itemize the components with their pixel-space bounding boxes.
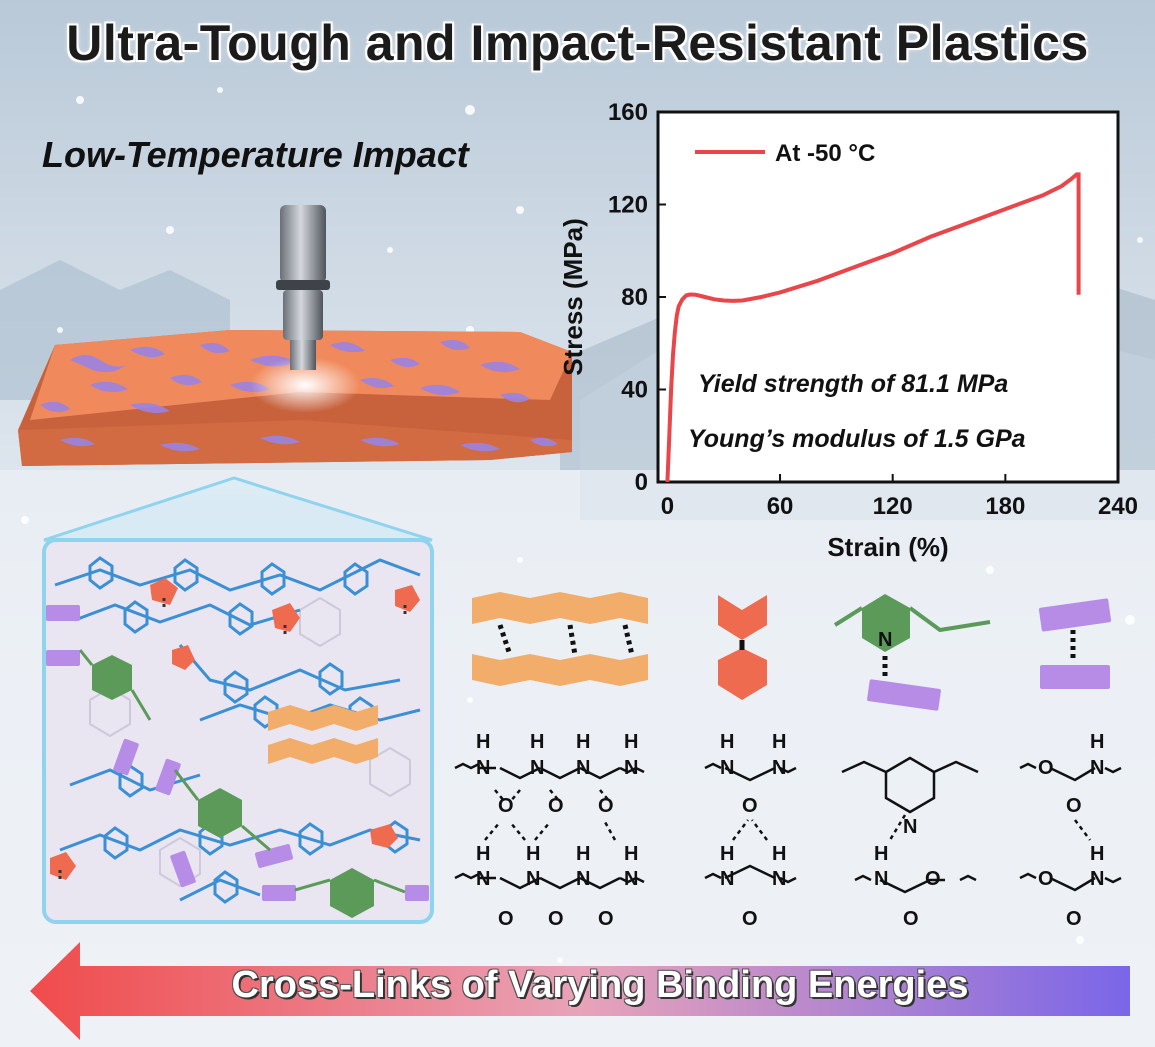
svg-text:O: O — [1038, 868, 1054, 890]
y-tick-label: 80 — [621, 284, 648, 311]
x-tick-label: 240 — [1098, 493, 1138, 520]
svg-text:H: H — [476, 731, 490, 753]
svg-text:N: N — [772, 757, 786, 779]
svg-text:H: H — [530, 731, 544, 753]
svg-text:O: O — [903, 908, 919, 930]
svg-text:O: O — [1066, 795, 1082, 817]
title: Ultra-Tough and Impact-Resistant Plastic… — [66, 15, 1089, 71]
y-tick-label: 40 — [621, 377, 648, 404]
y-axis-label: Stress (MPa) — [558, 218, 588, 376]
arrow-label: Cross-Links of Varying Binding Energies — [231, 964, 969, 1006]
stress-strain-chart: 0 60 120 180 240 0 40 80 120 160 At -50 °C Yield … — [558, 99, 1138, 562]
chart-legend: At -50 °C — [695, 140, 875, 167]
legend-label: At -50 °C — [775, 140, 875, 167]
svg-text:O: O — [498, 795, 514, 817]
svg-text:O: O — [598, 795, 614, 817]
svg-text:N: N — [720, 757, 734, 779]
svg-text:N: N — [772, 868, 786, 890]
svg-text:H: H — [1090, 731, 1104, 753]
zoom-inset — [42, 476, 434, 924]
x-tick-label: 60 — [767, 493, 794, 520]
y-tick-label: 0 — [635, 469, 648, 496]
y-tick-label: 120 — [608, 192, 648, 219]
x-tick-label: 120 — [873, 493, 913, 520]
annotation-youngs-modulus: Young’s modulus of 1.5 GPa — [688, 425, 1026, 453]
svg-text:N: N — [903, 816, 917, 838]
svg-text:N: N — [874, 868, 888, 890]
svg-text:O: O — [548, 908, 564, 930]
svg-text:N: N — [476, 757, 490, 779]
svg-text:N: N — [530, 757, 544, 779]
svg-text:O: O — [548, 795, 564, 817]
x-tick-label: 180 — [985, 493, 1025, 520]
pyridine-n-label: N — [878, 629, 892, 651]
svg-text:N: N — [624, 757, 638, 779]
impact-plunger — [276, 205, 330, 370]
y-tick-label: 160 — [608, 99, 648, 126]
x-tick-label: 0 — [661, 493, 674, 520]
svg-text:H: H — [624, 731, 638, 753]
svg-text:H: H — [526, 843, 540, 865]
svg-text:N: N — [624, 868, 638, 890]
annotation-yield-strength: Yield strength of 81.1 MPa — [698, 370, 1008, 398]
single-urea-icon — [718, 595, 767, 700]
carbamate-icon — [1038, 598, 1112, 689]
svg-text:O: O — [498, 908, 514, 930]
urea-zigzag-icon — [472, 592, 648, 686]
series-line-at-minus-50c — [665, 172, 1081, 483]
chemical-structures — [454, 756, 1122, 894]
svg-text:N: N — [1090, 757, 1104, 779]
svg-text:H: H — [576, 843, 590, 865]
crosslink-icons: N — [472, 592, 1112, 711]
svg-text:N: N — [476, 868, 490, 890]
svg-text:O: O — [742, 795, 758, 817]
svg-text:O: O — [742, 908, 758, 930]
svg-text:N: N — [526, 868, 540, 890]
svg-text:H: H — [624, 843, 638, 865]
svg-text:H: H — [772, 843, 786, 865]
svg-text:H: H — [576, 731, 590, 753]
svg-text:H: H — [720, 843, 734, 865]
svg-text:O: O — [925, 868, 941, 890]
svg-text:N: N — [1090, 868, 1104, 890]
binding-energy-arrow — [30, 942, 1130, 1040]
svg-text:H: H — [720, 731, 734, 753]
svg-text:N: N — [576, 868, 590, 890]
svg-text:H: H — [772, 731, 786, 753]
svg-text:N: N — [720, 868, 734, 890]
x-axis-label: Strain (%) — [827, 532, 948, 562]
svg-text:H: H — [874, 843, 888, 865]
svg-text:O: O — [598, 908, 614, 930]
pyridine-icon: N — [833, 594, 991, 711]
svg-text:N: N — [576, 757, 590, 779]
impact-subtitle: Low-Temperature Impact — [42, 134, 469, 175]
svg-text:O: O — [1038, 757, 1054, 779]
impact-slab — [18, 330, 572, 466]
svg-text:O: O — [1066, 908, 1082, 930]
svg-text:H: H — [1090, 843, 1104, 865]
chart-plot-area — [656, 110, 1120, 484]
svg-text:H: H — [476, 843, 490, 865]
